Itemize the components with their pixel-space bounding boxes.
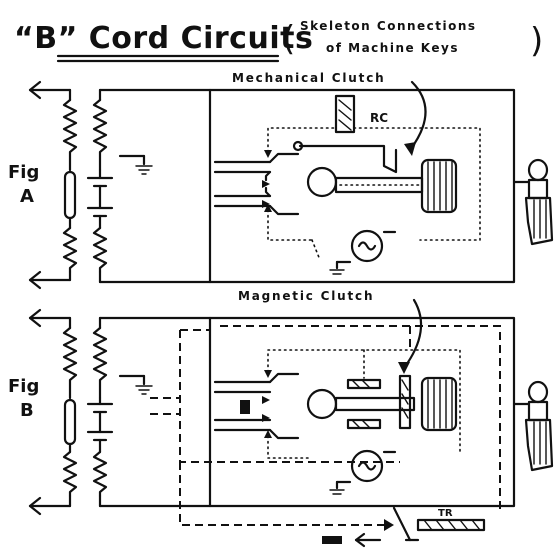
fig-b-arrow-pointer [322,532,382,548]
fig-b-resistor-left-upper [62,326,78,400]
fig-a-resistor-left-lower [62,226,78,274]
figure-a: Fig A [8,71,554,290]
title-paren-close: ) [530,21,543,61]
fig-b-motor [329,449,397,495]
fig-a-tip-arrow [28,80,72,102]
fig-a-pawl [298,144,398,174]
fig-b-magnetic-clutch-plates [346,374,412,430]
fig-b-key-springs [213,372,300,440]
fig-b-ground [118,374,153,395]
fig-a-label-line-1: Fig [8,162,39,183]
fig-b-plug [512,380,554,472]
fig-b-label-line-1: Fig [8,376,39,397]
title-sub-line-2: of Machine Keys [326,41,459,55]
fig-b-dotted-circuit [264,349,461,459]
fig-a-relay-rc: RC [334,94,388,134]
title-main: “B” Cord Circuits [14,21,313,56]
fig-b-clutch-label: Magnetic Clutch [238,289,374,303]
fig-b-coil-left [63,398,77,446]
fig-a-clutch-label: Mechanical Clutch [232,71,385,85]
fig-b-ring-arrow [28,494,72,516]
fig-a-key-springs [213,152,300,216]
fig-a-resistor-right-upper [92,98,108,172]
fig-a-resistor-left-upper [62,98,78,172]
fig-a-relay-label: RC [370,111,388,125]
fig-a-resistor-right-lower [92,226,108,274]
fig-a-coil-left [63,170,77,220]
fig-b-battery [86,396,114,454]
fig-a-ring-arrow [28,270,72,290]
fig-b-knob [420,376,458,432]
title-block: “B” Cord Circuits ( Skeleton Connections… [14,19,543,63]
fig-b-key-box [208,316,516,508]
fig-b-label-line-2: B [20,400,34,421]
fig-a-dotted-circuit [264,127,481,261]
fig-b-tip-arrow [28,308,72,330]
fig-b-shaft [334,396,416,412]
fig-b-resistor-right-lower [92,450,108,498]
title-sub-line-1: Skeleton Connections [300,19,477,33]
fig-b-cam-disc [306,388,338,420]
fig-a-clutch-pointer [408,80,427,152]
fig-a-knob [420,158,458,214]
fig-b-clutch-pointer [402,298,423,370]
fig-a-ground [118,154,153,175]
figure-b: Fig B [8,289,554,548]
fig-a-label-line-2: A [20,186,34,207]
fig-a-plug [512,158,554,246]
fig-b-relay-tr: TR [392,506,486,542]
fig-b-relay-label: TR [438,508,453,519]
fig-a-cam-disc [306,166,338,198]
fig-b-dashed-circuit [150,325,501,531]
fig-b-resistor-right-upper [92,326,108,400]
title-paren-open: ( [282,19,295,59]
fig-b-resistor-left-lower [62,450,78,498]
fig-a-battery [86,168,114,230]
fig-a-key-box [208,88,516,284]
fig-a-motor [329,229,397,275]
